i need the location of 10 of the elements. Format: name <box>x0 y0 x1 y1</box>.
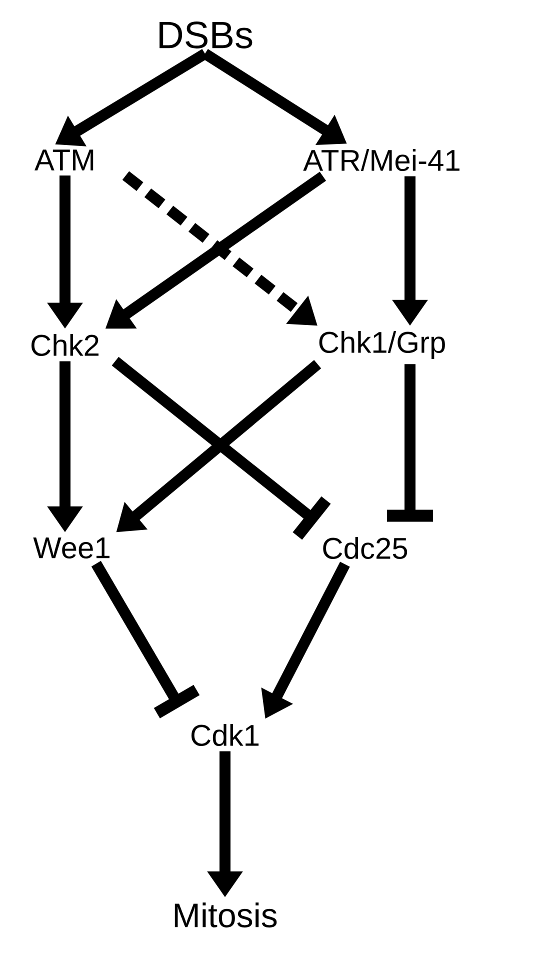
node-label: ATR/Mei-41 <box>303 149 460 172</box>
node-label: ATM <box>34 150 94 170</box>
node-label: Cdc25 <box>323 537 408 560</box>
node-label: Mitosis <box>174 902 277 928</box>
node-label: Cdk1 <box>192 724 259 746</box>
node-label: Wee1 <box>33 538 110 558</box>
node-label: Chk1/Grp <box>319 331 445 359</box>
node-label: Chk2 <box>32 334 98 356</box>
inhibition-arrow <box>387 364 433 522</box>
node-label: DSBs <box>160 22 252 48</box>
